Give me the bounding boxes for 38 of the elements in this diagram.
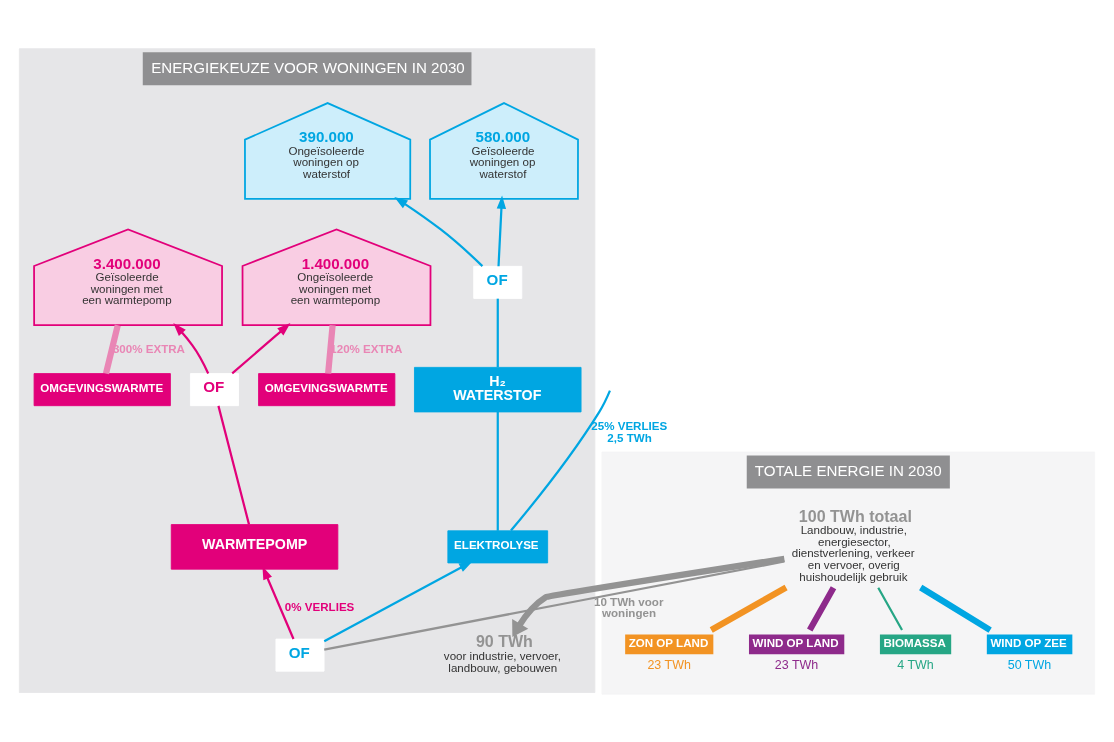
node-box: OF (275, 638, 325, 672)
node-box: OMGEVINGSWARMTE (33, 372, 171, 406)
connector (324, 559, 785, 651)
connector (217, 405, 251, 525)
arrow (323, 560, 473, 642)
node-box: OF (189, 372, 239, 406)
node-box: ELEKTROLYSE (447, 529, 549, 563)
arrow (173, 322, 210, 374)
arrow (512, 555, 785, 637)
node-label: 4 TWh (897, 657, 934, 672)
node-text: 100 TWh totaal Landbouw, industrie, energiesector, dienstverlening, verkeer en vervoer, overig huishoudelijk gebruik (791, 506, 915, 583)
connector (807, 585, 837, 632)
node-box: ZON OP LAND (625, 634, 714, 654)
connector (496, 298, 499, 367)
arrow (231, 322, 291, 374)
connector (325, 324, 336, 374)
node-box: WIND OP LAND (748, 634, 845, 654)
node-box: WARMTEPOMP (170, 523, 339, 570)
edge-label: 10 TWh voor woningen (593, 595, 664, 619)
connector (709, 584, 788, 633)
node-label: 50 TWh (1007, 657, 1052, 672)
connector (102, 324, 121, 374)
node-text: 90 TWh voor industrie, vervoer, landbouw, gebouwen (443, 631, 561, 673)
node-box: BIOMASSA (879, 634, 952, 654)
arrow (394, 196, 484, 267)
arrow (496, 194, 507, 266)
node-label: 23 TWh (774, 657, 819, 672)
connector (919, 584, 992, 633)
connector (496, 411, 499, 531)
node-box: H₂ WATERSTOF (414, 366, 582, 412)
node-box: WIND OP ZEE (986, 634, 1073, 654)
connector (877, 586, 903, 631)
connector (510, 389, 611, 531)
node-box: OMGEVINGSWARMTE (258, 372, 396, 406)
node-box: OF (473, 265, 523, 299)
node-label: 23 TWh (647, 657, 691, 672)
edge-label: 0% VERLIES (284, 600, 355, 613)
edge-label: 300% EXTRA (112, 342, 185, 355)
